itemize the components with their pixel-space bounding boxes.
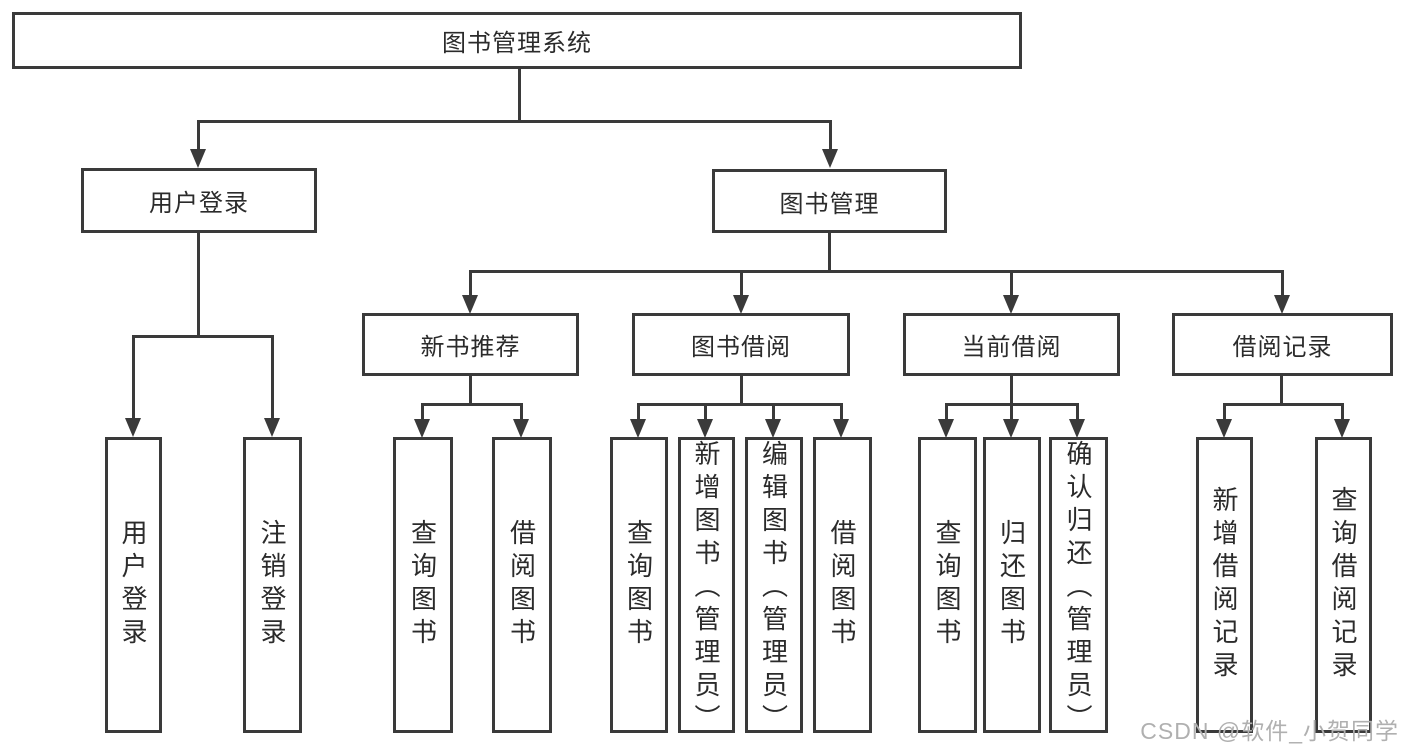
leaf-br-add-record-label: 新增借阅记录 <box>1209 486 1239 684</box>
leaf-cb-return-books: 归还图书 <box>983 437 1041 733</box>
connector-line <box>704 403 707 421</box>
arrow-down-icon <box>462 295 478 314</box>
arrow-down-icon <box>630 419 646 438</box>
connector-line <box>469 270 472 297</box>
node-current-borrow: 当前借阅 <box>903 313 1120 376</box>
leaf-bb-edit-books-admin: 编辑图书（管理员） <box>745 437 803 737</box>
node-root-label: 图书管理系统 <box>442 30 592 57</box>
connector-line <box>772 403 775 421</box>
arrow-down-icon <box>1003 295 1019 314</box>
node-borrow-record-label: 借阅记录 <box>1232 334 1333 361</box>
node-new-book-recommend: 新书推荐 <box>362 313 579 376</box>
arrow-down-icon <box>1003 419 1019 438</box>
connector-line <box>421 403 424 421</box>
node-book-borrow: 图书借阅 <box>632 313 850 376</box>
leaf-bb-query-books: 查询图书 <box>610 437 668 733</box>
leaf-bb-borrow-books-label: 借阅图书 <box>827 519 857 651</box>
arrow-down-icon <box>833 419 849 438</box>
connector-line <box>271 335 274 420</box>
arrow-down-icon <box>1216 419 1232 438</box>
node-book-management: 图书管理 <box>712 169 947 233</box>
connector-line <box>469 270 1283 273</box>
leaf-nb-query-books-label: 查询图书 <box>407 519 438 651</box>
connector-line <box>1341 403 1344 421</box>
arrow-down-icon <box>697 419 713 438</box>
node-book-management-label: 图书管理 <box>779 190 880 218</box>
arrow-down-icon <box>414 419 430 438</box>
node-book-borrow-label: 图书借阅 <box>691 334 791 361</box>
connector-line <box>197 233 200 335</box>
connector-line <box>1223 403 1344 406</box>
leaf-cb-confirm-return-admin-label: 确认归还（管理员） <box>1063 440 1093 737</box>
leaf-cb-confirm-return-admin: 确认归还（管理员） <box>1049 437 1108 737</box>
connector-line <box>197 120 832 123</box>
leaf-bb-borrow-books: 借阅图书 <box>813 437 872 733</box>
leaf-user-login: 用户登录 <box>105 437 162 733</box>
connector-line <box>421 403 523 406</box>
arrow-down-icon <box>938 419 954 438</box>
leaf-nb-borrow-books-label: 借阅图书 <box>506 519 537 651</box>
arrow-down-icon <box>513 419 529 438</box>
connector-line <box>1223 403 1226 421</box>
arrow-down-icon <box>1334 419 1350 438</box>
leaf-cb-query-books: 查询图书 <box>918 437 977 733</box>
arrow-down-icon <box>125 418 141 437</box>
connector-line <box>132 335 274 338</box>
leaf-nb-query-books: 查询图书 <box>393 437 453 733</box>
leaf-bb-add-books-admin-label: 新增图书（管理员） <box>691 440 721 737</box>
connector-line <box>1010 376 1013 403</box>
leaf-user-login-label: 用户登录 <box>118 519 148 651</box>
node-user-login-label: 用户登录 <box>149 190 249 217</box>
arrow-down-icon <box>1274 295 1290 314</box>
connector-line <box>469 376 472 403</box>
node-user-login: 用户登录 <box>81 168 317 233</box>
connector-line <box>829 120 832 152</box>
connector-line <box>197 120 200 152</box>
connector-line <box>740 376 743 403</box>
arrow-down-icon <box>264 418 280 437</box>
connector-line <box>945 403 948 421</box>
leaf-br-query-record: 查询借阅记录 <box>1315 437 1372 733</box>
leaf-bb-query-books-label: 查询图书 <box>623 519 654 651</box>
leaf-bb-add-books-admin: 新增图书（管理员） <box>678 437 735 737</box>
arrow-down-icon <box>765 419 781 438</box>
connector-line <box>1076 403 1079 421</box>
connector-line <box>637 403 843 406</box>
leaf-br-query-record-label: 查询借阅记录 <box>1328 486 1358 684</box>
node-current-borrow-label: 当前借阅 <box>961 334 1062 361</box>
leaf-logout-label: 注销登录 <box>257 519 287 651</box>
leaf-cb-return-books-label: 归还图书 <box>996 519 1027 651</box>
watermark-text: CSDN @软件_小贺同学 <box>1140 718 1399 744</box>
node-borrow-record: 借阅记录 <box>1172 313 1393 376</box>
leaf-logout: 注销登录 <box>243 437 302 733</box>
leaf-bb-edit-books-admin-label: 编辑图书（管理员） <box>758 440 789 737</box>
connector-line <box>637 403 640 421</box>
connector-line <box>1281 270 1284 297</box>
connector-line <box>840 403 843 421</box>
arrow-down-icon <box>822 149 838 168</box>
connector-line <box>1010 403 1013 421</box>
leaf-nb-borrow-books: 借阅图书 <box>492 437 552 733</box>
node-root: 图书管理系统 <box>12 12 1022 69</box>
connector-line <box>740 270 743 297</box>
connector-line <box>132 335 135 420</box>
arrow-down-icon <box>1069 419 1085 438</box>
leaf-cb-query-books-label: 查询图书 <box>932 519 962 651</box>
connector-line <box>520 403 523 421</box>
connector-line <box>1280 376 1283 403</box>
connector-line <box>518 69 521 120</box>
connector-line <box>1010 270 1013 297</box>
arrow-down-icon <box>733 295 749 314</box>
node-new-book-recommend-label: 新书推荐 <box>420 334 521 361</box>
arrow-down-icon <box>190 149 206 168</box>
connector-line <box>828 233 831 270</box>
leaf-br-add-record: 新增借阅记录 <box>1196 437 1253 733</box>
